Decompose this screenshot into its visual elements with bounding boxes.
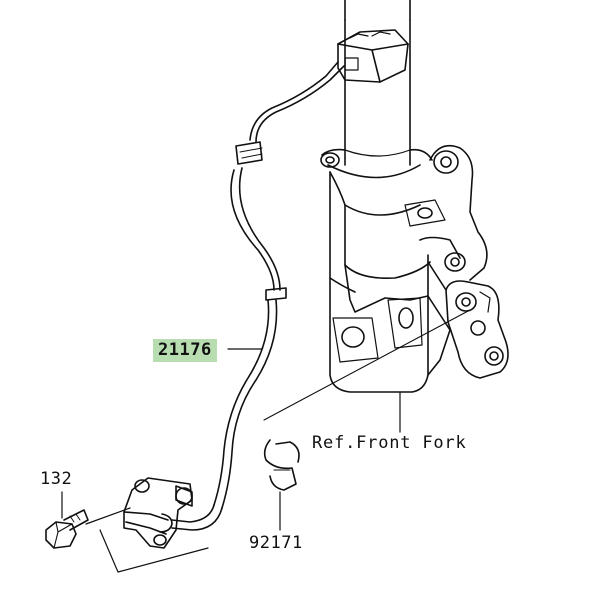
front-fork-illustration — [320, 0, 509, 393]
callout-92171: 92171 — [249, 533, 303, 553]
reference-label: Ref.Front Fork — [312, 433, 467, 453]
bolt-illustration — [45, 509, 89, 549]
callout-132: 132 — [40, 469, 73, 489]
sensor-wire-illustration — [171, 29, 409, 531]
sensor-body-illustration — [123, 477, 193, 549]
clamp-illustration — [263, 439, 300, 491]
leader-lines — [61, 309, 471, 573]
callout-21176: 21176 — [153, 339, 217, 362]
